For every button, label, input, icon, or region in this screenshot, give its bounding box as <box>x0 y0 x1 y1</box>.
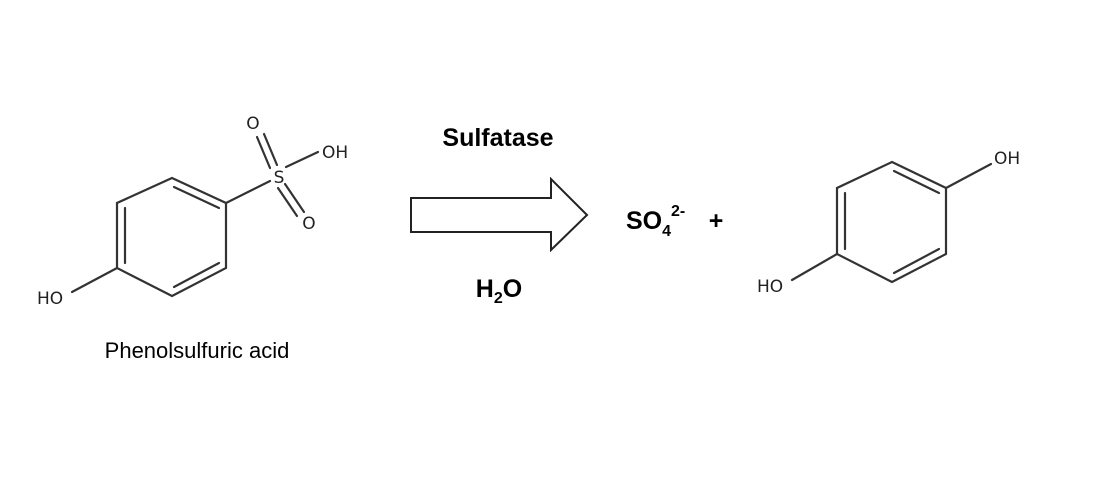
sulfur-oxygen-double-bond-bottom-a <box>276 186 299 218</box>
reactant-structure: O S OH O HO <box>37 114 348 309</box>
reactant-double-bond-2 <box>172 261 221 289</box>
water-subscript: 2 <box>494 290 503 307</box>
product-hydroxyl-top-bond <box>944 162 993 190</box>
atom-product-hydroxyl-bottom: HO <box>757 277 783 297</box>
sulfur-oxygen-double-bond-top-b <box>262 132 279 167</box>
product-hydroxyl-bottom-bond <box>790 252 839 282</box>
water-label: H2O <box>476 275 522 307</box>
sulfate-subscript: 4 <box>662 223 671 240</box>
reactant-benzene-ring <box>115 176 228 298</box>
sulfate-main: SO <box>626 207 662 235</box>
sulfur-oxygen-double-bond-bottom-b <box>283 182 306 214</box>
atom-oxygen-bottom: O <box>302 214 315 234</box>
sulfate-ion-label: SO42- <box>626 203 685 240</box>
sulfur-hydroxyl-bond <box>284 150 320 169</box>
atom-hydroxyl-right: OH <box>322 143 348 163</box>
atom-oxygen-top: O <box>246 114 259 134</box>
catalyst-label: Sulfatase <box>442 124 553 152</box>
water-h: H <box>476 275 494 303</box>
water-o: O <box>503 275 522 303</box>
atom-product-hydroxyl-top: OH <box>994 149 1020 169</box>
ring-to-hydroxyl-bond <box>70 266 119 294</box>
product-structure: OH HO <box>757 149 1020 297</box>
sulfur-oxygen-double-bond-top-a <box>255 135 272 170</box>
product-benzene-ring <box>835 160 948 284</box>
ring-to-sulfur-bond <box>224 179 272 205</box>
sulfate-superscript: 2- <box>671 203 685 220</box>
atom-sulfur: S <box>274 168 285 188</box>
reactant-double-bond-1 <box>172 185 221 210</box>
reaction-arrow <box>410 176 589 253</box>
reactant-name-label: Phenolsulfuric acid <box>105 338 290 363</box>
plus-sign: + <box>709 207 724 235</box>
product-double-bond-2 <box>892 247 941 275</box>
product-double-bond-1 <box>892 169 941 195</box>
atom-hydroxyl-left: HO <box>37 289 63 309</box>
